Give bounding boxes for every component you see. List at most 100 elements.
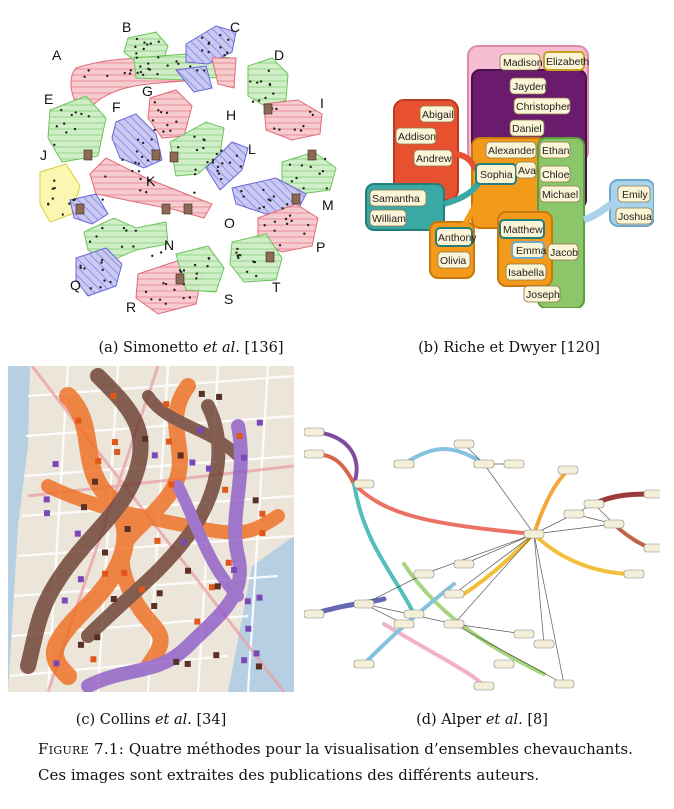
- set-member-dot: [109, 280, 112, 284]
- set-member-dot: [89, 287, 92, 290]
- set-member-dot: [166, 64, 169, 67]
- label-q: Q: [70, 277, 81, 293]
- set-member-dot: [83, 267, 86, 270]
- set-member-dot: [269, 199, 272, 202]
- label-e: E: [44, 91, 53, 107]
- set-member-dot: [65, 131, 68, 134]
- set-member-dot: [134, 229, 138, 232]
- set-member-dot: [254, 274, 258, 278]
- set-member-dot: [227, 38, 230, 41]
- set-i: [263, 99, 323, 141]
- set-member-dot: [302, 187, 305, 190]
- set-member-dot: [135, 52, 138, 55]
- set-member-dot: [141, 73, 145, 77]
- map-marker: [61, 597, 68, 604]
- set-member-dot: [173, 288, 176, 292]
- name-william: William: [372, 213, 406, 225]
- set-member-dot: [195, 148, 199, 152]
- map-marker: [213, 652, 220, 659]
- set-member-dot: [55, 125, 59, 128]
- set-member-dot: [193, 191, 196, 194]
- set-member-dot: [60, 108, 63, 112]
- set-member-dot: [53, 186, 56, 190]
- label-n: N: [164, 237, 174, 253]
- set-member-dot: [207, 257, 211, 260]
- set-member-dot: [139, 65, 142, 68]
- panel-c-map-image: [8, 366, 294, 692]
- set-member-dot: [132, 245, 135, 248]
- map-marker: [180, 539, 187, 546]
- name-jayden: Jayden: [513, 81, 547, 93]
- network-node: [493, 659, 515, 669]
- name-anthony: Anthony: [438, 232, 477, 244]
- set-member-dot: [103, 279, 106, 282]
- label-d: D: [274, 47, 284, 63]
- label-c: C: [230, 19, 240, 35]
- map-marker: [197, 427, 204, 434]
- set-member-dot: [237, 256, 240, 260]
- set-member-dot: [223, 54, 226, 57]
- map-marker: [102, 570, 109, 577]
- set-member-dot: [165, 111, 169, 115]
- set-member-dot: [237, 253, 240, 257]
- set-member-dot: [299, 129, 303, 132]
- network-node: [553, 679, 575, 689]
- set-e: [47, 95, 107, 163]
- network-node: [563, 509, 585, 519]
- set-member-dot: [100, 261, 103, 264]
- map-marker: [151, 452, 158, 459]
- set-c: [185, 25, 237, 65]
- set-member-dot: [321, 169, 325, 173]
- label-a: A: [52, 47, 62, 63]
- set-member-dot: [182, 296, 185, 300]
- set-member-dot: [236, 247, 239, 251]
- set-member-dot: [153, 128, 156, 132]
- map-marker: [111, 439, 118, 446]
- set-member-dot: [162, 281, 165, 285]
- network-node: [304, 427, 325, 437]
- map-marker: [259, 510, 266, 517]
- map-marker: [121, 569, 128, 576]
- set-member-dot: [179, 270, 183, 274]
- set-member-dot: [95, 235, 98, 238]
- network-node: [603, 519, 625, 529]
- set-member-dot: [221, 162, 224, 165]
- set-member-dot: [286, 203, 289, 206]
- map-marker: [92, 478, 99, 485]
- set-member-dot: [251, 100, 255, 103]
- set-member-dot: [206, 160, 209, 164]
- label-t: T: [272, 279, 281, 295]
- set-member-dot: [176, 146, 180, 149]
- map-marker: [110, 595, 117, 602]
- label-b: B: [122, 19, 131, 35]
- network-node: [583, 499, 605, 509]
- map-marker: [185, 567, 192, 574]
- set-member-dot: [258, 207, 261, 210]
- name-joshua: Joshua: [618, 211, 652, 223]
- label-s: S: [224, 291, 233, 307]
- map-marker: [252, 497, 259, 504]
- map-marker: [198, 390, 205, 397]
- set-member-dot: [325, 187, 328, 190]
- set-member-dot: [164, 282, 168, 286]
- set-member-dot: [245, 270, 249, 273]
- map-marker: [102, 549, 109, 556]
- set-member-dot: [68, 202, 71, 205]
- set-c3: [211, 57, 237, 89]
- set-member-dot: [202, 146, 205, 150]
- set-member-dot: [273, 127, 276, 130]
- map-marker: [245, 625, 252, 632]
- set-member-dot: [83, 75, 86, 78]
- map-marker: [240, 454, 247, 461]
- set-member-dot: [158, 298, 162, 301]
- set-member-dot: [278, 128, 281, 131]
- set-member-dot: [88, 240, 92, 243]
- set-member-dot: [217, 172, 221, 175]
- set-member-dot: [175, 60, 178, 63]
- label-p: P: [316, 239, 325, 255]
- set-member-dot: [257, 99, 261, 102]
- set-member-dot: [219, 177, 223, 181]
- set-member-dot: [201, 49, 204, 52]
- set-member-dot: [143, 41, 146, 44]
- set-member-dot: [203, 138, 206, 142]
